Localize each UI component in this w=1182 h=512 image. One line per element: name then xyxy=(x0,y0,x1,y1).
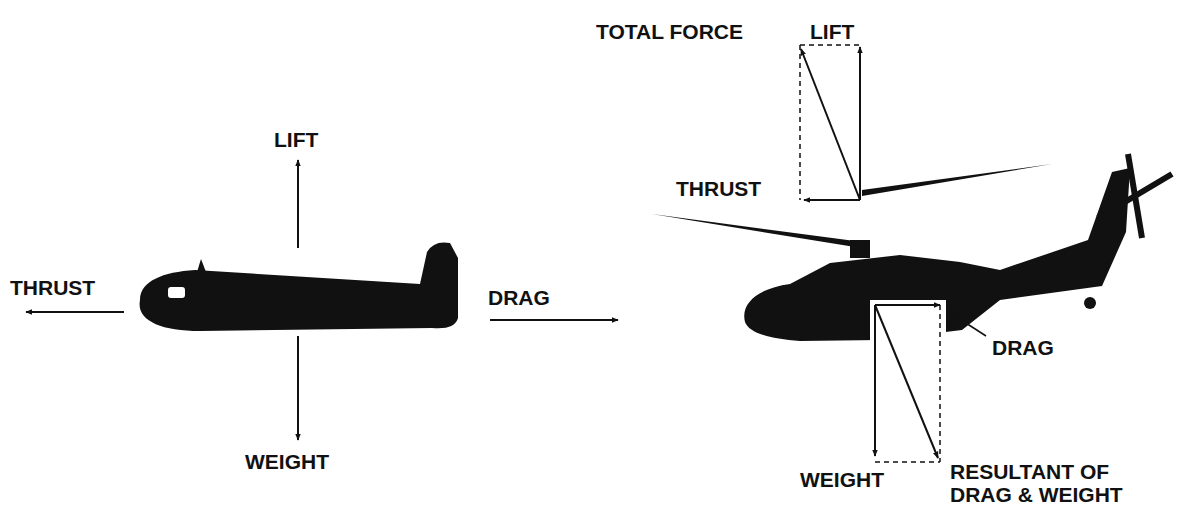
weight-arrow xyxy=(874,305,876,456)
leader-line xyxy=(952,314,986,336)
force-label: LIFT xyxy=(274,128,318,151)
tail-rotor xyxy=(1128,154,1142,238)
rotor-hub xyxy=(850,240,870,258)
force-label: THRUST xyxy=(676,177,761,200)
weight-arrow xyxy=(297,336,299,440)
force-label: THRUST xyxy=(10,276,95,299)
drag-arrow xyxy=(875,304,940,306)
dashed-line xyxy=(939,305,941,462)
force-label: RESULTANT OF DRAG & WEIGHT xyxy=(950,460,1175,506)
rotor-blade xyxy=(652,214,855,247)
lift-arrow xyxy=(297,160,299,248)
force-label: DRAG xyxy=(992,336,1054,359)
dashed-line xyxy=(799,45,801,200)
force-label: TOTAL FORCE xyxy=(596,20,743,43)
force-label: LIFT xyxy=(810,20,854,43)
drag-arrow xyxy=(490,319,618,321)
dashed-line xyxy=(800,44,862,46)
rotor-blade xyxy=(862,164,1052,196)
airplane-antenna xyxy=(197,259,206,272)
dashed-line xyxy=(875,461,940,463)
thrust-arrow xyxy=(804,199,860,201)
airplane-silhouette xyxy=(140,242,458,331)
force-label: DRAG xyxy=(488,286,550,309)
airplane-window xyxy=(168,287,185,298)
force-label: WEIGHT xyxy=(800,468,884,491)
lift-arrow xyxy=(859,47,861,200)
resultant-arrow xyxy=(875,305,938,458)
total-force-arrow xyxy=(801,49,860,200)
thrust-arrow xyxy=(26,311,124,313)
tail-wheel xyxy=(1084,297,1096,309)
force-label: WEIGHT xyxy=(245,450,329,473)
helicopter-silhouette xyxy=(744,168,1130,341)
